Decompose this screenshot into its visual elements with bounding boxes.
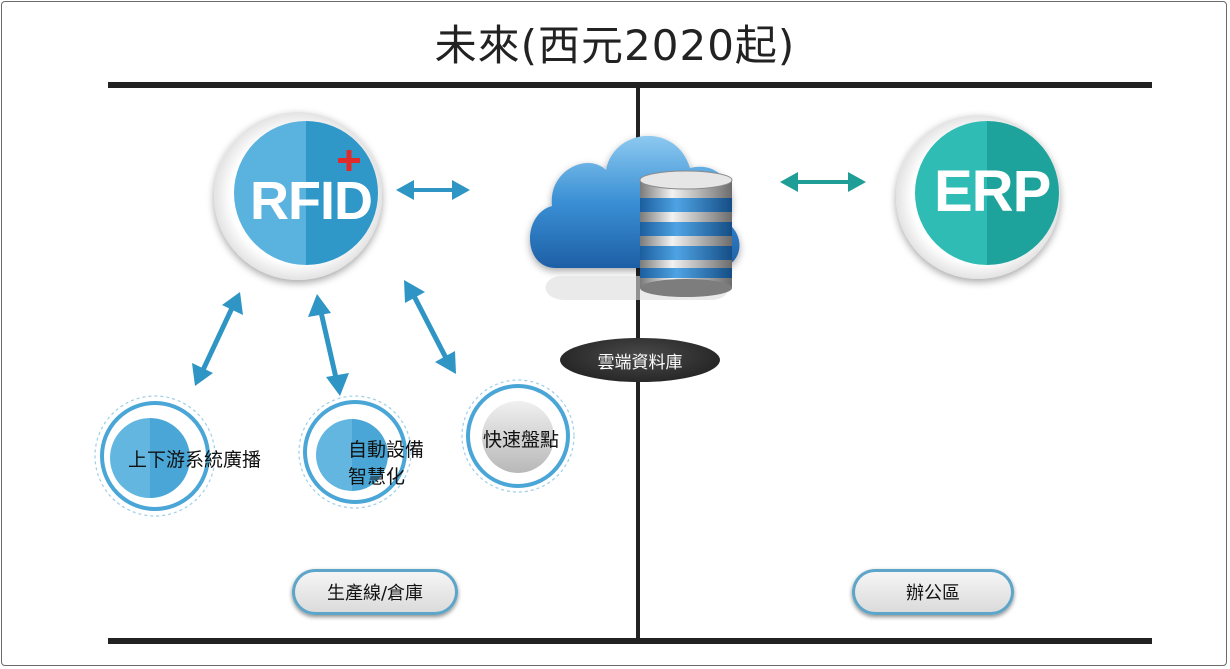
node-automation-label-line1: 自動設備 xyxy=(348,439,425,461)
node-inventory xyxy=(461,379,575,493)
zone-office: 辦公區 xyxy=(852,569,1014,615)
node-broadcast-label: 上下游系統廣播 xyxy=(128,449,262,471)
rfid-cloud-arrow xyxy=(396,180,470,200)
node-inventory-label: 快速盤點 xyxy=(483,429,560,451)
cloud-database-icon xyxy=(529,135,740,300)
arrow-rfid-node2 xyxy=(308,294,349,396)
node-automation-label-line2: 智慧化 xyxy=(348,466,406,488)
zone-production-warehouse: 生產線/倉庫 xyxy=(292,569,458,615)
page-title: 未來(西元2020起) xyxy=(434,21,796,70)
node-automation xyxy=(298,395,412,509)
erp-label: ERP xyxy=(934,159,1051,224)
cloud-erp-arrow xyxy=(780,172,866,192)
cloud-database-label: 雲端資料庫 xyxy=(560,338,720,382)
erp-node xyxy=(896,115,1060,279)
node-broadcast xyxy=(94,395,216,517)
arrow-rfid-node3 xyxy=(404,280,456,374)
rfid-plus-icon xyxy=(338,150,360,171)
arrow-rfid-node1 xyxy=(192,292,243,386)
rfid-node xyxy=(214,112,382,280)
rfid-label: RFID xyxy=(250,171,373,231)
